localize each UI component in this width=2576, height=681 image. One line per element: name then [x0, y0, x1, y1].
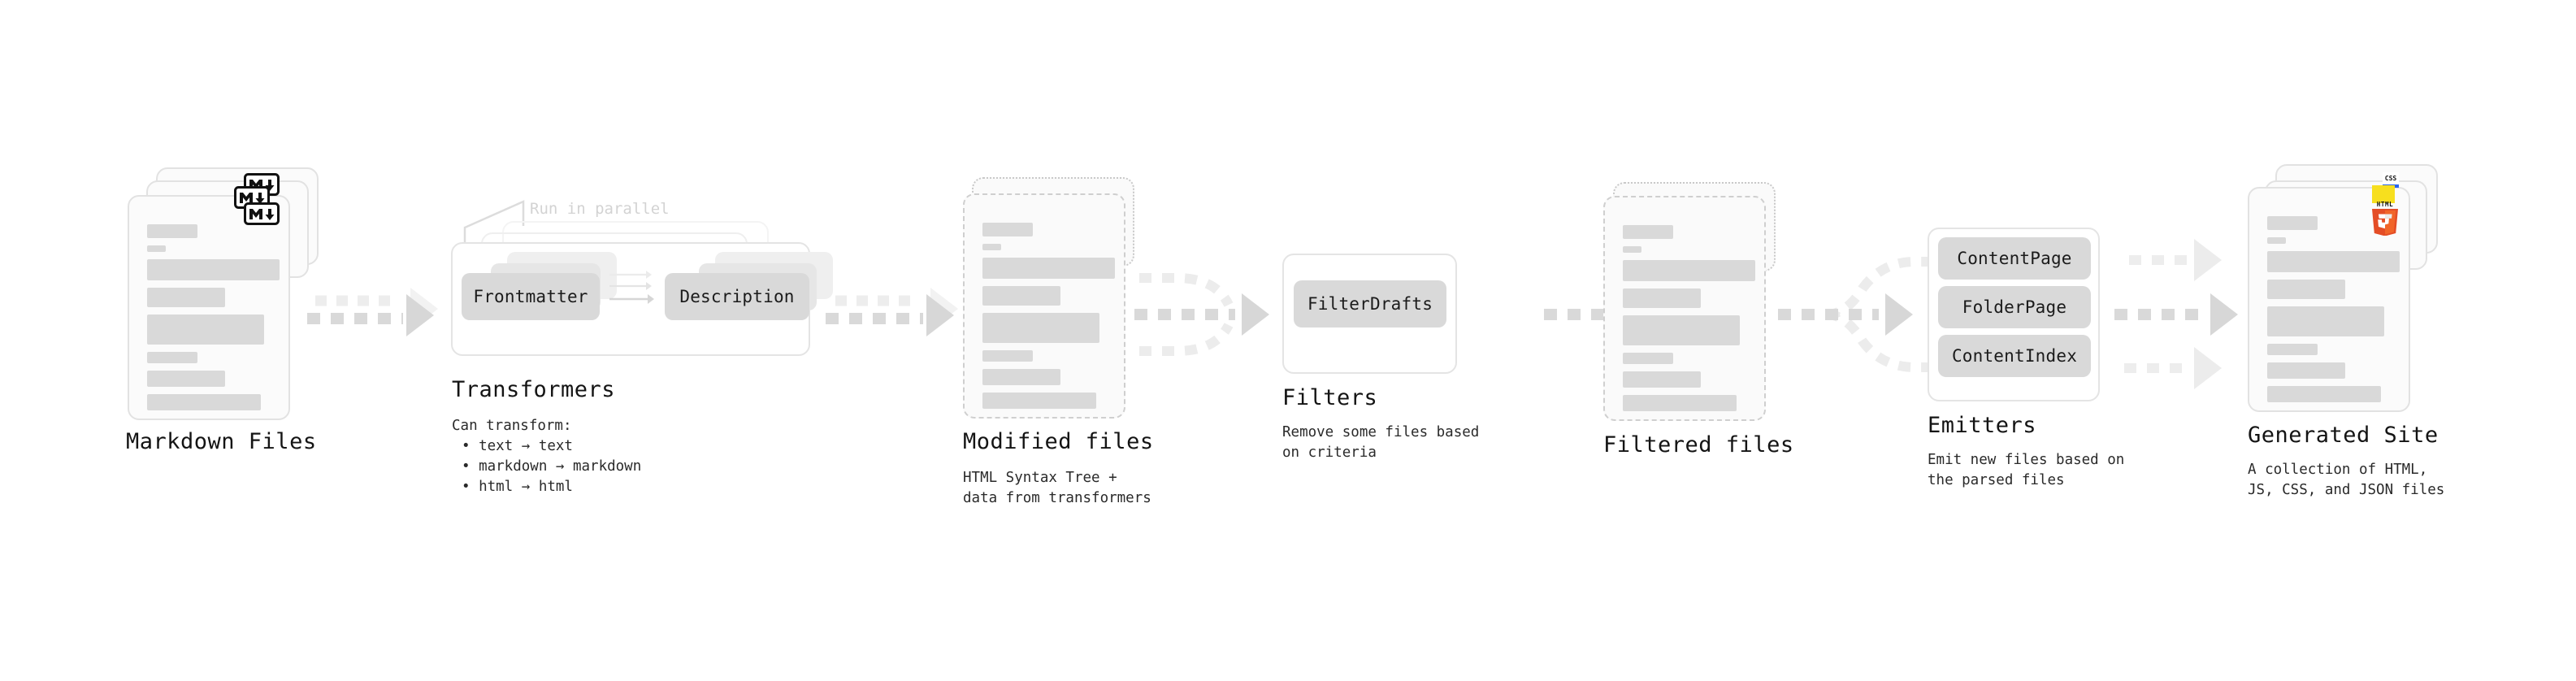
- emitters-subcaption: Emit new files based on the parsed files: [1928, 452, 2125, 488]
- filter-pill-filterdrafts-label: FilterDrafts: [1307, 294, 1433, 314]
- svg-text:HTML: HTML: [2377, 201, 2393, 208]
- caption-emitters: Emitters: [1928, 413, 2037, 438]
- transformer-pill-description-label: Description: [679, 287, 795, 306]
- filter-pill-filterdrafts[interactable]: FilterDrafts: [1294, 280, 1446, 327]
- markdown-sheet-front: [128, 195, 290, 420]
- transformers-subcaption: Can transform:: [452, 418, 572, 434]
- caption-filtered-files: Filtered files: [1603, 432, 1794, 458]
- modified-files-subcaption: HTML Syntax Tree + data from transformer…: [963, 470, 1151, 506]
- filters-subcaption: Remove some files based on criteria: [1282, 424, 1480, 461]
- transformer-pill-frontmatter[interactable]: Frontmatter: [462, 273, 600, 320]
- emitter-pill-contentindex-label: ContentIndex: [1951, 346, 2078, 366]
- generated-site-subcaption: A collection of HTML, JS, CSS, and JSON …: [2248, 462, 2445, 498]
- modified-sheet-front: [963, 193, 1125, 419]
- arrow-emitters-to-site: [2114, 239, 2238, 389]
- filtered-doc-lines: [1623, 225, 1755, 419]
- emitter-pill-contentpage-label: ContentPage: [1957, 249, 2072, 268]
- caption-generated-site: Generated Site: [2248, 423, 2439, 448]
- caption-filters: Filters: [1282, 385, 1378, 410]
- markdown-icon: [244, 202, 280, 225]
- caption-markdown-files: Markdown Files: [126, 429, 317, 454]
- emitter-pill-contentindex[interactable]: ContentIndex: [1938, 335, 2091, 377]
- transformer-pill-frontmatter-label: Frontmatter: [473, 287, 588, 306]
- js-icon: [2372, 185, 2395, 203]
- transformer-pill-description[interactable]: Description: [665, 273, 809, 320]
- transformers-bullets: • text → text • markdown → markdown • ht…: [462, 436, 641, 497]
- markdown-doc-lines: [147, 224, 280, 418]
- site-doc-lines: [2267, 216, 2400, 410]
- arrow-transformers-to-modified: [826, 288, 958, 336]
- caption-transformers: Transformers: [452, 377, 616, 402]
- transformers-bullet-1: • markdown → markdown: [462, 458, 642, 475]
- emitter-pill-folderpage-label: FolderPage: [1962, 297, 2067, 317]
- emitter-pill-folderpage[interactable]: FolderPage: [1938, 286, 2091, 328]
- modified-doc-lines: [982, 223, 1115, 416]
- run-in-parallel-bracket: [463, 200, 525, 244]
- svg-text:CSS: CSS: [2385, 175, 2397, 182]
- emitter-pill-contentpage[interactable]: ContentPage: [1938, 237, 2091, 280]
- filtered-sheet-front: [1603, 196, 1766, 421]
- arrow-markdown-to-transformers: [307, 288, 438, 336]
- caption-modified-files: Modified files: [963, 429, 1154, 454]
- run-in-parallel-label: Run in parallel: [530, 200, 670, 218]
- transformers-bullet-0: • text → text: [462, 438, 573, 454]
- transformers-bullet-2: • html → html: [462, 479, 573, 495]
- html5-icon: HTML: [2372, 201, 2398, 236]
- arrow-modified-to-filters: [1134, 273, 1269, 356]
- transformer-inner-arrows: [609, 271, 654, 304]
